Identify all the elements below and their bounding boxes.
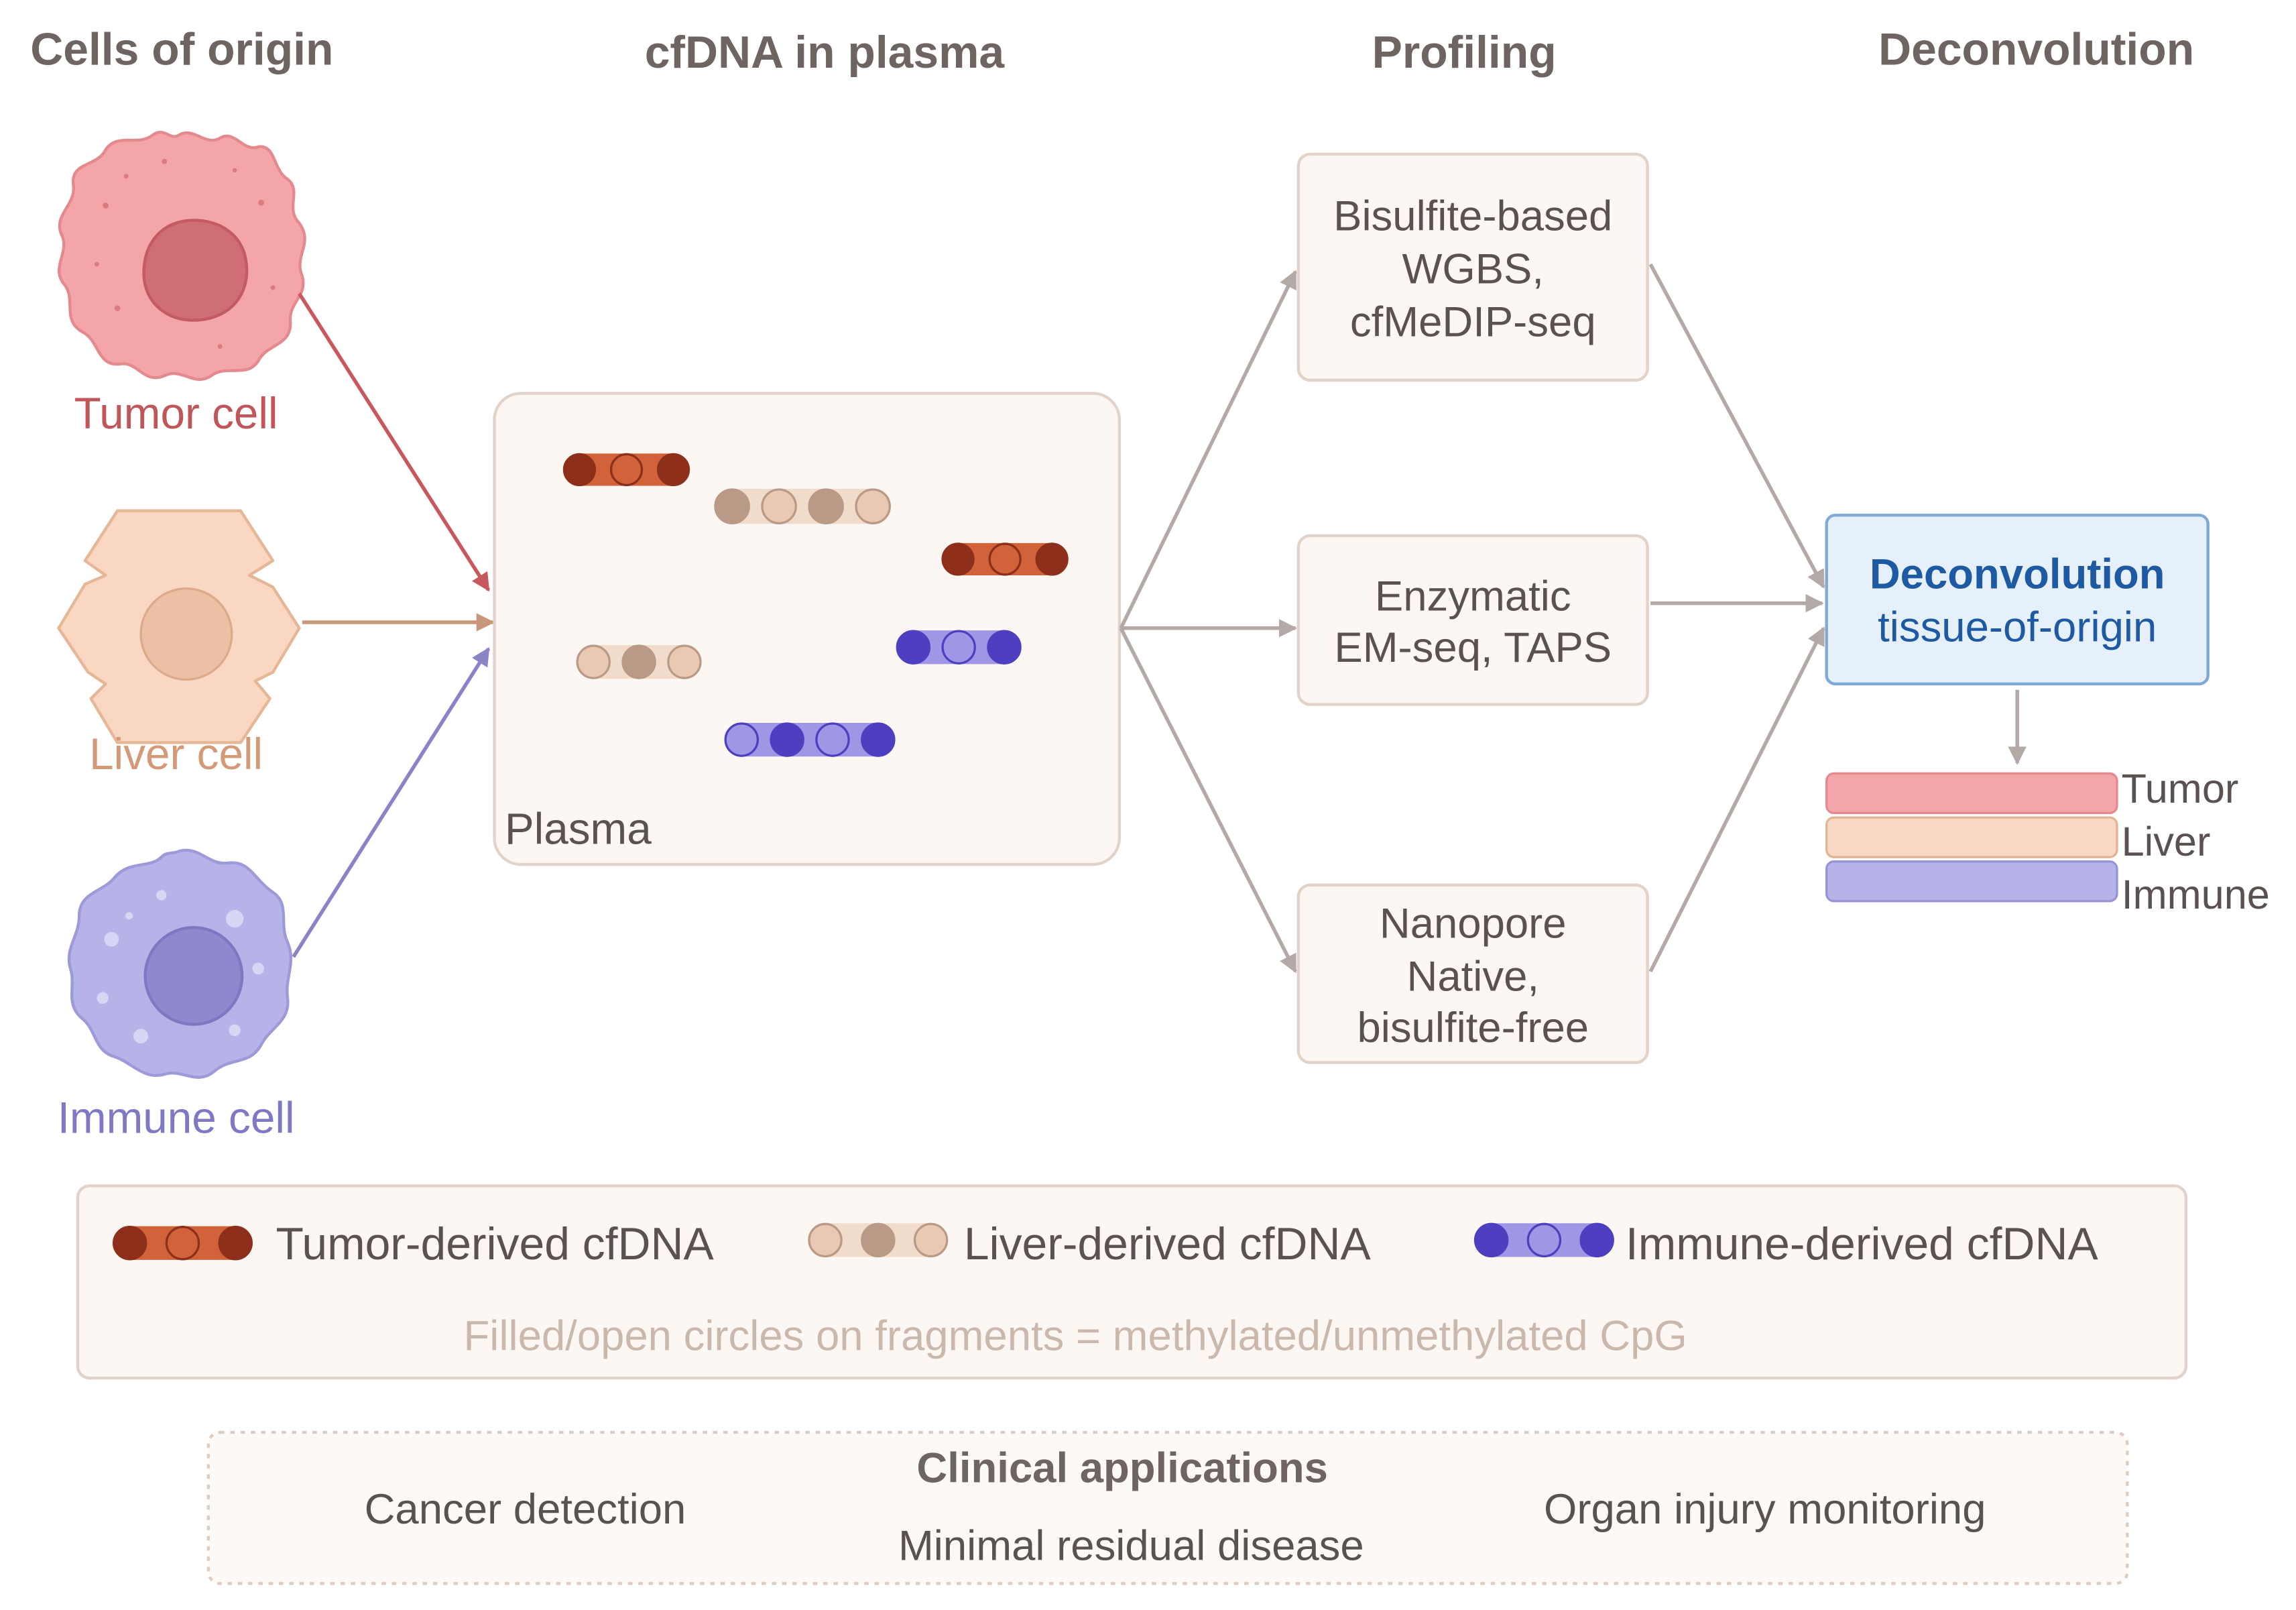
- fragment-backbone: [714, 488, 891, 524]
- methylated-cpg: [621, 644, 656, 679]
- unmethylated-cpg: [913, 1222, 949, 1258]
- methylated-cpg: [714, 488, 750, 524]
- nanopore-line-2: Native,: [1407, 953, 1540, 1000]
- tumor-cfdna-fragment: [941, 542, 1069, 576]
- deconvolution-title: Deconvolution: [1870, 551, 2165, 598]
- stack-label-tumor: Tumor: [2122, 766, 2239, 811]
- clinical-applications-box: [206, 1430, 2129, 1585]
- enzymatic-line-2: EM-seq, TAPS: [1334, 624, 1612, 671]
- enzymatic-line-1: Enzymatic: [1375, 573, 1571, 620]
- unmethylated-cpg: [855, 488, 891, 524]
- methylated-cpg: [987, 630, 1022, 665]
- legend-liver-fragment-icon: [808, 1222, 949, 1258]
- methylated-cpg: [861, 1222, 896, 1258]
- methylated-cpg: [1579, 1222, 1614, 1258]
- enzymatic-box: Enzymatic EM-seq, TAPS: [1296, 534, 1649, 706]
- immune-cell-label: Immune cell: [58, 1094, 295, 1143]
- immune-cfdna-fragment: [896, 630, 1022, 665]
- unmethylated-cpg: [609, 453, 644, 487]
- clinical-minimal-residual-disease: Minimal residual disease: [898, 1522, 1364, 1569]
- liver-cell-label: Liver cell: [89, 730, 263, 779]
- stack-label-immune: Immune: [2122, 872, 2270, 917]
- tumor-cell-icon: [57, 130, 306, 382]
- bisulfite-line-2: WGBS,: [1402, 245, 1544, 292]
- heading-cfdna-in-plasma: cfDNA in plasma: [645, 27, 1006, 78]
- nanopore-line-1: Nanopore: [1380, 901, 1567, 947]
- methylated-cpg: [562, 453, 597, 487]
- stack-bar-tumor: [1825, 772, 2118, 815]
- legend-tumor-label: Tumor-derived cfDNA: [276, 1219, 714, 1269]
- deconvolution-subtitle: tissue-of-origin: [1878, 603, 2157, 650]
- legend-box: [76, 1184, 2188, 1380]
- bisulfite-line-3: cfMeDIP-seq: [1350, 298, 1596, 345]
- fragment-backbone: [725, 722, 895, 757]
- liver-cell-icon: [57, 509, 301, 744]
- legend-liver-label: Liver-derived cfDNA: [964, 1219, 1372, 1269]
- unmethylated-cpg: [761, 488, 797, 524]
- bisulfite-line-1: Bisulfite-based: [1333, 193, 1612, 240]
- unmethylated-cpg: [815, 722, 850, 757]
- methylated-cpg: [896, 630, 931, 665]
- unmethylated-cpg: [808, 1222, 843, 1258]
- stack-bar-liver: [1825, 816, 2118, 858]
- unmethylated-cpg: [1526, 1222, 1562, 1258]
- deconvolution-box: [1825, 514, 2210, 686]
- legend-note: Filled/open circles on fragments = methy…: [464, 1313, 1687, 1360]
- legend-immune-fragment-icon: [1473, 1222, 1614, 1258]
- arrow-bisulfite-to-deconv: [1648, 263, 1825, 589]
- legend-immune-label: Immune-derived cfDNA: [1626, 1219, 2099, 1269]
- unmethylated-cpg: [667, 644, 702, 679]
- methylated-cpg: [218, 1226, 253, 1261]
- methylated-cpg: [1035, 542, 1069, 576]
- bisulfite-box: Bisulfite-based WGBS, cfMeDIP-seq: [1296, 152, 1649, 382]
- plasma-fragments: [562, 453, 1069, 757]
- clinical-organ-injury-monitoring: Organ injury monitoring: [1544, 1486, 1986, 1533]
- arrow-nanopore-to-deconv: [1648, 626, 1825, 973]
- arrow-immune-to-plasma: [292, 647, 491, 958]
- immune-cfdna-fragment: [724, 722, 896, 757]
- heading-deconvolution: Deconvolution: [1878, 24, 2194, 74]
- methylated-cpg: [861, 722, 896, 757]
- methylated-cpg: [770, 722, 804, 757]
- heading-profiling: Profiling: [1372, 27, 1557, 78]
- methylated-cpg: [808, 488, 844, 524]
- clinical-title: Clinical applications: [916, 1444, 1328, 1491]
- immune-cell-icon: [67, 848, 293, 1079]
- liver-cfdna-fragment: [576, 644, 702, 679]
- unmethylated-cpg: [941, 630, 976, 665]
- unmethylated-cpg: [988, 542, 1022, 576]
- methylated-cpg: [656, 453, 690, 487]
- unmethylated-cpg: [165, 1226, 200, 1261]
- unmethylated-cpg: [724, 722, 760, 757]
- methylated-cpg: [1473, 1222, 1509, 1258]
- unmethylated-cpg: [576, 644, 611, 679]
- plasma-box: [493, 392, 1122, 866]
- heading-cells-of-origin: Cells of origin: [30, 24, 333, 74]
- tumor-cfdna-fragment: [562, 453, 690, 487]
- legend-fragments: [112, 1222, 1614, 1261]
- tumor-cell-label: Tumor cell: [74, 389, 278, 438]
- liver-cfdna-fragment: [714, 488, 891, 524]
- stack-bar-immune: [1825, 860, 2118, 903]
- arrow-plasma-to-bisulfite: [1119, 270, 1297, 629]
- clinical-cancer-detection: Cancer detection: [365, 1486, 686, 1533]
- nanopore-line-3: bisulfite-free: [1357, 1004, 1589, 1051]
- arrow-tumor-to-plasma: [298, 292, 491, 592]
- legend-tumor-fragment-icon: [112, 1226, 253, 1261]
- nanopore-box: Nanopore Native, bisulfite-free: [1296, 883, 1649, 1064]
- methylated-cpg: [112, 1226, 147, 1261]
- stack-label-liver: Liver: [2122, 819, 2211, 864]
- tissue-proportion-stack: Tumor Liver Immune: [1825, 766, 2270, 917]
- plasma-label: Plasma: [505, 804, 652, 853]
- arrow-plasma-to-nanopore: [1119, 627, 1297, 974]
- methylated-cpg: [941, 542, 975, 576]
